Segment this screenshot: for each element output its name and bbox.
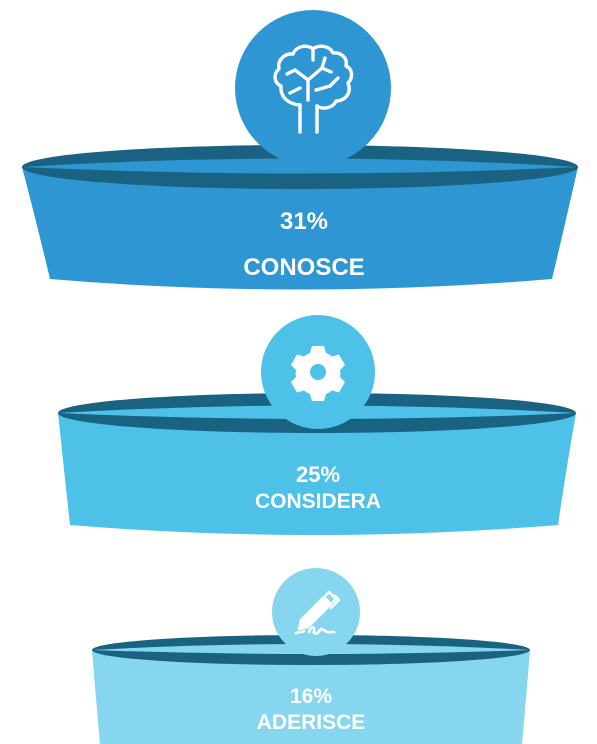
- funnel-band-rim: [22, 158, 578, 174]
- pen-signature-icon: [294, 590, 341, 635]
- funnel-stage-conosce: 31% CONOSCE: [22, 10, 578, 290]
- stage-label: ADERISCE: [257, 711, 366, 734]
- stage-icon-circle: [235, 10, 391, 166]
- stage-label: CONSIDERA: [255, 490, 381, 513]
- stage-percent: 16%: [290, 685, 332, 708]
- funnel-band-body: [58, 413, 576, 535]
- stage-label: CONOSCE: [243, 254, 364, 281]
- funnel-stage-aderisce: 16% ADERISCE: [92, 568, 530, 744]
- funnel-band-body: [22, 167, 578, 290]
- funnel-stage-considera: 25% CONSIDERA: [58, 315, 576, 535]
- brain-icon: [273, 44, 354, 134]
- stage-percent: 25%: [296, 462, 340, 487]
- funnel-band-body: [92, 650, 530, 744]
- gear-icon: [291, 346, 345, 401]
- stage-percent: 31%: [280, 208, 328, 235]
